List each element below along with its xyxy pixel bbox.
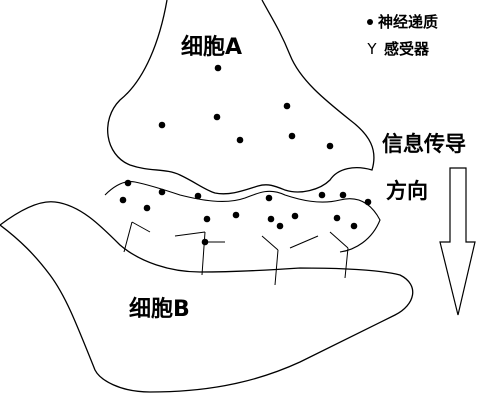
neurotransmitter-dot — [364, 198, 372, 206]
neurotransmitter-dot — [326, 142, 334, 150]
neurotransmitter-dot — [288, 132, 296, 140]
neurotransmitter-dot — [119, 196, 127, 204]
neurotransmitter-dot — [283, 102, 291, 110]
neurotransmitters — [119, 64, 372, 246]
neurotransmitter-dot — [143, 204, 151, 212]
neurotransmitter-dot — [318, 191, 326, 199]
receptor-mark — [174, 231, 206, 276]
neurotransmitter-dot — [236, 136, 244, 144]
neurotransmitter-dot — [291, 212, 299, 220]
legend-item-receptor: Y 感受器 — [364, 35, 438, 62]
receptors — [123, 221, 349, 286]
receptor-mark — [123, 221, 151, 253]
neurotransmitter-dot — [265, 194, 273, 202]
neurotransmitter-dot — [158, 121, 166, 129]
neurotransmitter-dot — [201, 238, 209, 246]
legend-receptor-text: 感受器 — [384, 40, 430, 58]
neurotransmitter-dot — [350, 222, 358, 230]
neurotransmitter-dot — [276, 222, 284, 230]
neurotransmitter-dot — [214, 64, 222, 72]
neurotransmitter-dot — [203, 215, 211, 223]
receptor-mark — [329, 231, 349, 279]
direction-arrow-icon — [439, 167, 476, 316]
direction-label-line2: 方向 — [386, 179, 428, 203]
neurotransmitter-dot — [232, 211, 240, 219]
dot-icon — [367, 18, 373, 25]
receptor-mark — [289, 235, 319, 249]
neurotransmitter-dot — [267, 215, 275, 223]
receptor-mark — [261, 235, 279, 286]
cell-b-label: 细胞B — [129, 297, 190, 322]
neurotransmitter-dot — [213, 113, 221, 121]
cell-a-outline — [107, 0, 375, 195]
cell-b-outline — [0, 201, 414, 393]
direction-label-line1: 信息传导 — [382, 132, 466, 156]
legend-neurotransmitter-text: 神经递质 — [378, 13, 439, 31]
legend: 神经递质 Y 感受器 — [364, 8, 438, 62]
postsynaptic-membrane — [104, 181, 381, 253]
neurotransmitter-dot — [339, 191, 347, 199]
neurotransmitter-dot — [158, 188, 166, 196]
cell-a-label: 细胞A — [181, 35, 243, 60]
neurotransmitter-dot — [124, 179, 132, 187]
neurotransmitter-dot — [333, 214, 341, 222]
legend-item-neurotransmitter: 神经递质 — [364, 8, 438, 35]
neurotransmitter-dot — [194, 192, 202, 200]
receptor-y-icon: Y — [367, 39, 377, 58]
